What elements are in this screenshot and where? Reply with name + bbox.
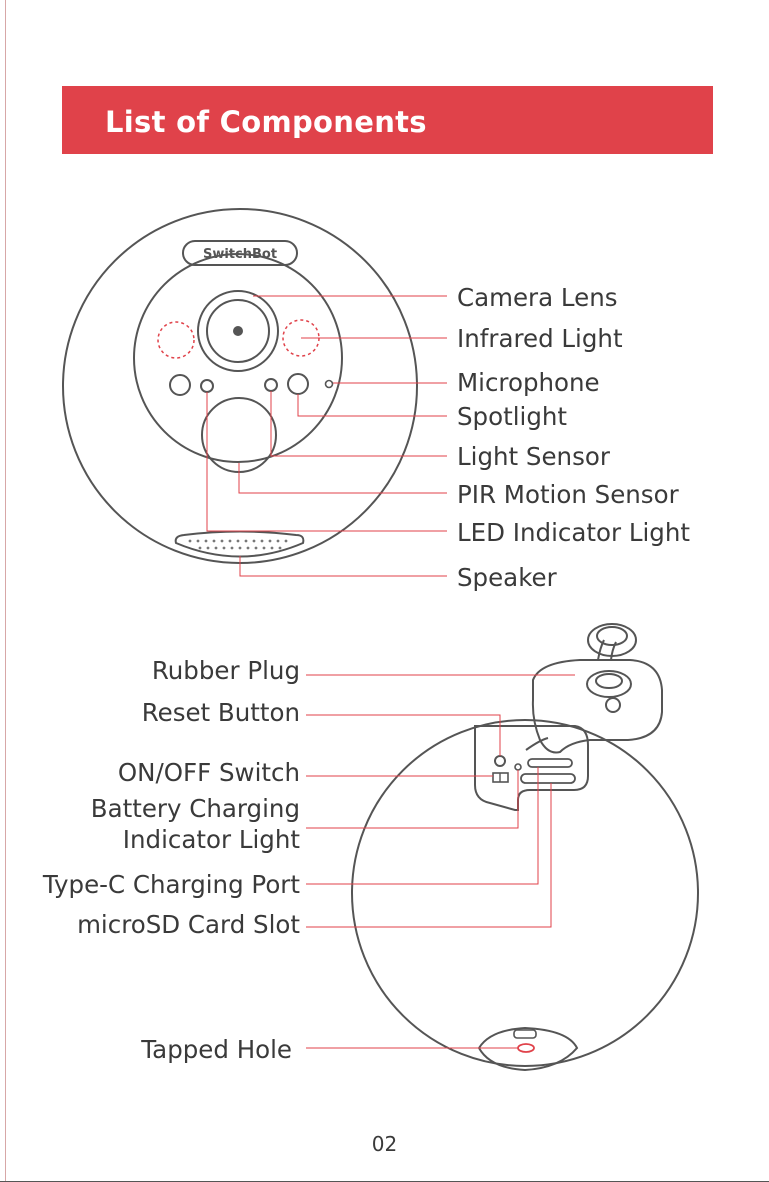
camera-back-view [352,624,698,1070]
callout-speaker [240,556,447,576]
port-housing [475,726,588,810]
label-led-indicator-light: LED Indicator Light [457,519,690,547]
label-camera-lens: Camera Lens [457,284,618,312]
microsd-slot [521,774,575,783]
microphone-hole [326,381,333,388]
camera-front-view [63,209,417,563]
spotlight-left [170,375,190,395]
label-speaker: Speaker [457,564,557,592]
callout-spotlight [298,394,447,416]
back-callout-lines [306,675,575,1048]
brand-logo: SwitchBot [203,247,277,262]
callout-type-c-port [306,767,538,884]
label-microsd-card-slot: microSD Card Slot [77,911,300,939]
camera-back-body [352,720,698,1066]
battery-indicator-light [515,764,521,770]
pir-motion-sensor [202,398,276,472]
reset-button [495,756,505,766]
page-number: 02 [0,1132,769,1156]
front-callout-lines [207,296,447,576]
callout-battery-indicator [306,770,518,828]
label-battery-charging-line2: Indicator Light [123,826,300,854]
speaker-grill [176,532,304,557]
label-pir-motion-sensor: PIR Motion Sensor [457,481,679,509]
type-c-port [528,759,572,767]
label-battery-charging: Battery Charging [91,795,300,823]
callout-light-sensor [271,391,447,456]
led-indicator [201,380,213,392]
tapped-hole [518,1044,534,1052]
light-sensor [265,379,277,391]
infrared-light-left [158,322,194,358]
label-spotlight: Spotlight [457,403,567,431]
label-rubber-plug: Rubber Plug [152,657,300,685]
label-reset-button: Reset Button [142,699,300,727]
tapped-hole-tab [514,1030,536,1038]
callout-microsd-slot [306,783,551,927]
label-microphone: Microphone [457,369,600,397]
label-type-c-charging-port: Type-C Charging Port [43,871,300,899]
label-on-off-switch: ON/OFF Switch [118,759,300,787]
callout-pir-sensor [239,463,447,493]
camera-lens-center [233,326,243,336]
speaker-holes [189,540,288,550]
camera-face-ring [134,254,342,462]
callout-reset-button [306,715,500,756]
spotlight-right [288,374,308,394]
camera-body-outline [63,209,417,563]
label-infrared-light: Infrared Light [457,325,623,353]
label-tapped-hole: Tapped Hole [141,1036,292,1064]
label-light-sensor: Light Sensor [457,443,610,471]
